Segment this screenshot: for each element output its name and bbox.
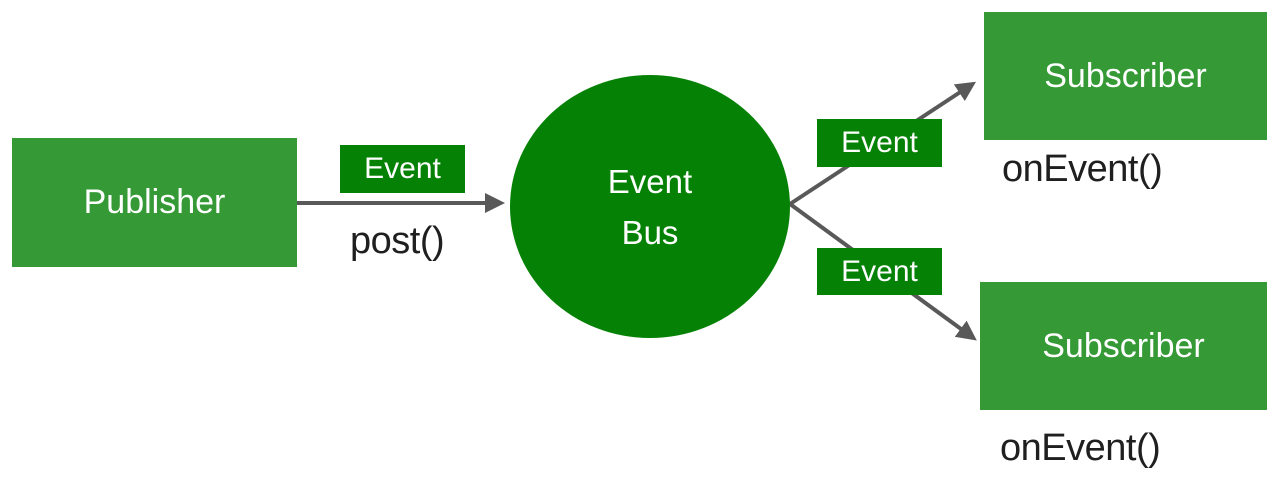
event-badge-publisher-to-bus: Event [340,145,465,193]
event-bus-node: Event Bus [510,75,790,338]
event-badge-label: Event [364,152,441,185]
onevent-bottom-method-label: onEvent() [1000,427,1161,469]
event-badge-label: Event [841,254,918,288]
subscriber-top-label: Subscriber [1044,56,1207,95]
subscriber-top-node: Subscriber [984,12,1267,140]
subscriber-bottom-label: Subscriber [1042,326,1205,365]
event-bus-label-line1: Event [607,162,693,200]
post-method-label: post() [350,220,445,262]
publisher-label: Publisher [83,183,226,221]
subscriber-bottom-node: Subscriber [980,282,1267,410]
onevent-top-method-label: onEvent() [1002,148,1163,190]
event-badge-bus-to-subscriber-bottom: Event [817,248,942,295]
event-bus-label-line2: Bus [621,213,679,251]
event-badge-bus-to-subscriber-top: Event [817,119,942,167]
publisher-node: Publisher [12,138,297,267]
event-badge-label: Event [841,126,918,159]
